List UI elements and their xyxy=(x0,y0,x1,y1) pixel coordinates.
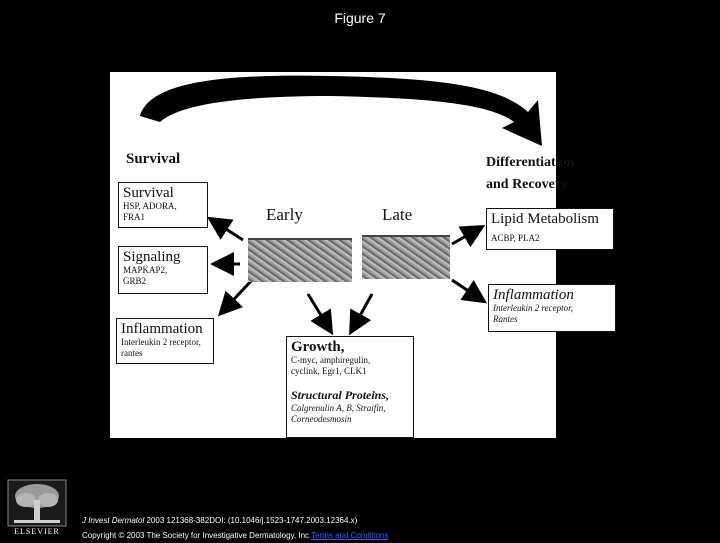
late-skin-micrograph xyxy=(362,235,450,279)
lipid-items: ACBP, PLA2 xyxy=(491,233,540,243)
arrows-layer xyxy=(140,75,542,336)
growth-items: C-myc, amphiregulin, xyxy=(291,355,371,365)
arrow-to-inflammation-right xyxy=(451,278,487,304)
left-heading: Survival xyxy=(126,151,181,167)
late-label: Late xyxy=(382,205,413,224)
arrow-to-inflammation-left xyxy=(217,278,254,317)
inflammation-right-box: Inflammation Interleukin 2 receptor, Ran… xyxy=(488,284,616,332)
figure-panel: Survival Differentiation and Recovery Ea… xyxy=(110,72,616,438)
arrow-to-lipid xyxy=(451,225,486,248)
page-title: Figure 7 xyxy=(334,10,386,26)
structural-items: Calgrenulin A, B, Straifin, xyxy=(291,403,386,413)
big-curved-arrow xyxy=(140,75,542,146)
citation-line-1: J Invest Dermatol 2003 121368-382DOI: (1… xyxy=(82,513,389,528)
early-skin-micrograph xyxy=(248,238,352,282)
lipid-metabolism-box: Lipid Metabolism ACBP, PLA2 xyxy=(486,208,614,250)
inflammation-left-box: Inflammation Interleukin 2 receptor, ran… xyxy=(116,318,214,364)
structural-items-2: Corneodesmosin xyxy=(291,414,352,424)
arrow-to-survival xyxy=(206,216,244,242)
inflammation-left-items-2: rantes xyxy=(121,348,143,358)
growth-box: Growth, C-myc, amphiregulin, cyclink, Eg… xyxy=(286,336,414,438)
inflammation-right-items: Interleukin 2 receptor, xyxy=(493,303,573,313)
survival-box-title: Survival xyxy=(123,185,174,201)
right-heading: Differentiation and Recovery xyxy=(486,152,574,196)
citation-doi: 2003 121368-382DOI: (10.1046/j.1523-1747… xyxy=(144,516,358,525)
signaling-box: Signaling MAPKAP2, GRB2 xyxy=(118,246,208,294)
citation: J Invest Dermatol 2003 121368-382DOI: (1… xyxy=(82,513,389,543)
structural-title: Structural Proteins, xyxy=(291,388,390,402)
arrow-late-to-growth xyxy=(349,293,374,336)
copyright-text: Copyright © 2003 The Society for Investi… xyxy=(82,531,312,540)
inflammation-right-title: Inflammation xyxy=(493,287,574,303)
early-label: Early xyxy=(266,205,303,224)
inflammation-right-items-2: Rantes xyxy=(493,314,518,324)
right-heading-line1: Differentiation xyxy=(486,155,575,170)
survival-box-items-2: FRA1 xyxy=(123,212,146,222)
elsevier-tree-logo xyxy=(7,479,67,527)
growth-title: Growth, xyxy=(291,339,345,355)
growth-items-2: cyclink, Egr1, CLK1 xyxy=(291,366,367,376)
journal-name: J Invest Dermatol xyxy=(82,516,145,525)
signaling-box-items: MAPKAP2, xyxy=(123,265,168,275)
inflammation-left-items: Interleukin 2 receptor, xyxy=(121,337,201,347)
lipid-title: Lipid Metabolism xyxy=(491,211,599,227)
inflammation-left-title: Inflammation xyxy=(121,321,203,337)
arrow-early-to-growth xyxy=(306,293,334,336)
right-heading-line2: and Recovery xyxy=(486,177,569,192)
elsevier-logo-text: ELSEVIER xyxy=(14,527,60,536)
signaling-box-items-2: GRB2 xyxy=(123,276,147,286)
citation-line-2: Copyright © 2003 The Society for Investi… xyxy=(82,528,389,543)
signaling-box-title: Signaling xyxy=(123,249,181,265)
terms-link[interactable]: Terms and Conditions xyxy=(311,531,389,540)
survival-box: Survival HSP, ADORA, FRA1 xyxy=(118,182,208,228)
survival-box-items: HSP, ADORA, xyxy=(123,201,177,211)
